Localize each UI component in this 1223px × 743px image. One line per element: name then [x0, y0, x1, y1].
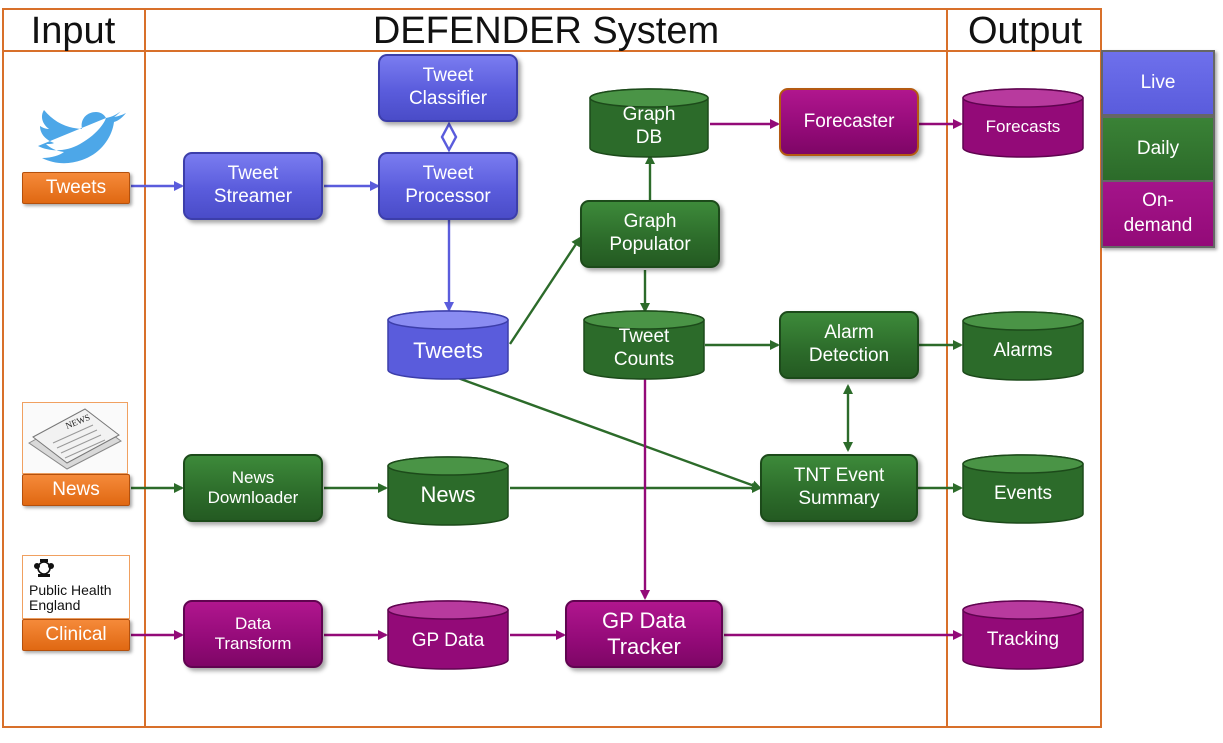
- tweet-counts-cylinder: Tweet Counts: [582, 310, 706, 380]
- gp-data-cylinder: GP Data: [386, 600, 510, 670]
- arrow-tweets-to-graph-populator: [508, 236, 582, 345]
- alarm-detection-node: Alarm Detection: [779, 311, 919, 379]
- tweet-classifier-node: Tweet Classifier: [378, 54, 518, 122]
- tweet-processor-node: Tweet Processor: [378, 152, 518, 220]
- forecaster-node: Forecaster: [779, 88, 919, 156]
- legend-live: Live: [1103, 52, 1213, 114]
- tweets-store-cylinder: Tweets: [386, 310, 510, 380]
- legend-on-demand: On- demand: [1103, 182, 1213, 246]
- alarms-output-label: Alarms: [993, 340, 1053, 361]
- column-title-system: DEFENDER System: [372, 10, 720, 52]
- events-output-cylinder: Events: [961, 454, 1085, 524]
- phe-logo: Public Health England: [22, 555, 130, 619]
- events-output-label: Events: [993, 483, 1053, 504]
- dashed-boundary-input: [144, 52, 146, 728]
- tracking-output-cylinder: Tracking: [961, 600, 1085, 670]
- legend-daily: Daily: [1103, 118, 1213, 180]
- graph-db-label: Graph DB: [622, 104, 676, 148]
- diagram-frame: [2, 8, 1102, 728]
- input-news-label: News: [22, 474, 130, 506]
- arrow-tweets-to-tnt: [457, 376, 762, 490]
- newspaper-icon: NEWS: [22, 402, 128, 474]
- diamond-connector-icon: [440, 121, 458, 153]
- tweet-counts-label: Tweet Counts: [613, 326, 675, 370]
- column-title-input: Input: [30, 10, 116, 52]
- phe-logo-text: Public Health England: [29, 582, 112, 613]
- input-tweets-label: Tweets: [22, 172, 130, 204]
- tweets-store-label: Tweets: [413, 338, 483, 363]
- tracking-output-label: Tracking: [986, 629, 1060, 650]
- forecasts-output-label: Forecasts: [985, 117, 1061, 136]
- news-store-cylinder: News: [386, 456, 510, 526]
- input-clinical-label: Clinical: [22, 619, 130, 651]
- alarms-output-cylinder: Alarms: [961, 311, 1085, 381]
- news-store-label: News: [420, 482, 476, 507]
- column-title-output: Output: [967, 10, 1083, 52]
- tweet-streamer-node: Tweet Streamer: [183, 152, 323, 220]
- news-downloader-node: News Downloader: [183, 454, 323, 522]
- graph-db-cylinder: Graph DB: [588, 88, 710, 158]
- header-row: [2, 8, 1102, 52]
- tnt-event-summary-node: TNT Event Summary: [760, 454, 918, 522]
- data-transform-node: Data Transform: [183, 600, 323, 668]
- gp-data-label: GP Data: [411, 630, 485, 651]
- royal-crest-icon: [34, 559, 54, 577]
- twitter-bird-icon: [30, 108, 130, 170]
- dashed-boundary-output: [946, 52, 948, 728]
- graph-populator-node: Graph Populator: [580, 200, 720, 268]
- forecasts-output-cylinder: Forecasts: [961, 88, 1085, 158]
- gp-data-tracker-node: GP Data Tracker: [565, 600, 723, 668]
